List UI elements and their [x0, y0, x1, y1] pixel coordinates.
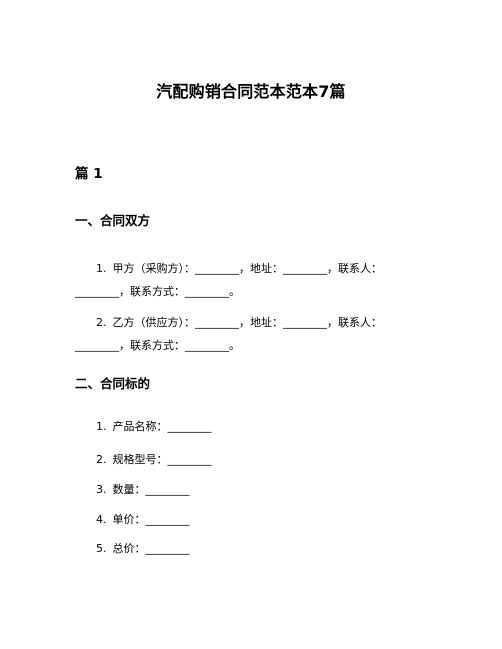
part-two-heading: 二、合同标的 [75, 376, 151, 391]
item-number: 2. [96, 316, 107, 329]
item-text: 规格型号：________ [112, 453, 212, 466]
party-a-line1: 1. 甲方（采购方）：________，地址：________，联系人： [96, 262, 382, 276]
list-item-spec-model: 2. 规格型号：________ [96, 453, 212, 467]
item-text: 总价：________ [112, 542, 190, 555]
item-number: 1. [96, 420, 107, 433]
item-text: 数量：________ [112, 483, 190, 496]
party-b-line2: ________，联系方式：________。 [75, 339, 240, 352]
list-item-unit-price: 4. 单价：________ [96, 513, 190, 527]
party-a-line2: ________，联系方式：________。 [75, 285, 240, 298]
list-item-quantity: 3. 数量：________ [96, 483, 190, 497]
party-a-text: 甲方（采购方）：________，地址：________，联系人： [112, 262, 383, 275]
item-text: 单价：________ [112, 513, 190, 526]
item-number: 1. [96, 262, 107, 275]
item-number: 2. [96, 453, 107, 466]
item-number: 4. [96, 513, 107, 526]
part-one-heading: 一、合同双方 [75, 213, 151, 228]
party-b-text: 乙方（供应方）：________，地址：________，联系人： [112, 316, 383, 329]
item-number: 5. [96, 542, 107, 555]
item-text: 产品名称：________ [112, 420, 212, 433]
document-title: 汽配购销合同范本范本7篇 [156, 82, 346, 101]
list-item-total-price: 5. 总价：________ [96, 542, 190, 556]
section-label: 篇 1 [75, 166, 103, 182]
item-number: 3. [96, 483, 107, 496]
list-item-product-name: 1. 产品名称：________ [96, 420, 212, 434]
party-b-line1: 2. 乙方（供应方）：________，地址：________，联系人： [96, 316, 382, 330]
